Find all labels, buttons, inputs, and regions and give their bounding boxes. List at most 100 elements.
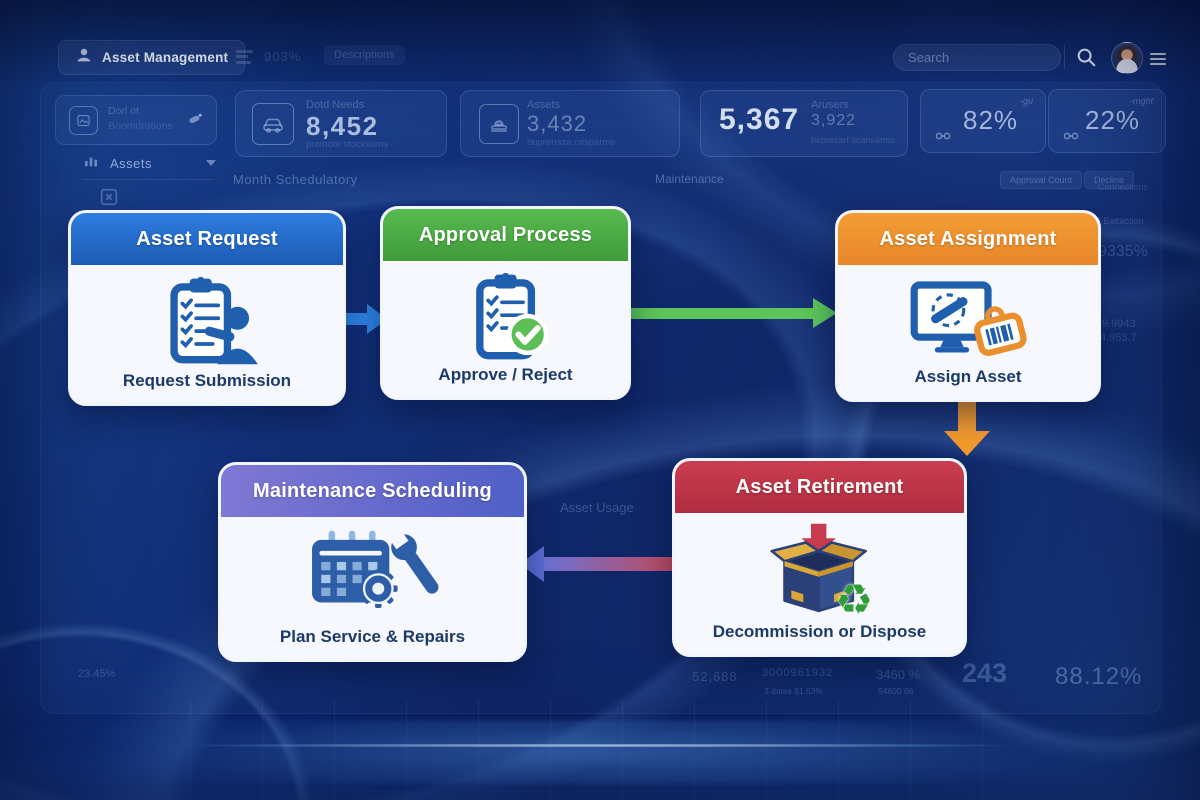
list-icon [236,47,254,66]
stamp-icon [479,104,519,144]
section-label-maintenance: Maintenance [655,172,724,186]
flow-card-label: Assign Asset [914,367,1022,386]
clipboard-check-icon [455,271,556,363]
search-field-wrap [893,44,1061,71]
flow-card-header: Maintenance Scheduling [221,465,524,517]
sidebar-item-assets[interactable]: Assets [82,150,216,176]
stat-card-data-needs[interactable]: Dotd Needs 8,452 promote stocksums [235,90,447,157]
flow-card-title: Approval Process [418,223,593,246]
scribble-annotation: -mght [1129,96,1153,106]
stat-sub: promote stocksums [306,139,389,150]
calendar-gear-wrench-icon [301,527,444,619]
flow-card-body: ♻ Decommission or Dispose [675,513,964,654]
flow-card-header: Asset Assignment [838,213,1098,265]
glasses-icon [1063,128,1079,146]
stat-card-assets[interactable]: Assets 3,432 buprensza crisparms [460,90,680,157]
flow-card-header: Asset Request [71,213,343,265]
flow-card-asset-assignment[interactable]: Asset Assignment [835,210,1101,402]
stat-card-total[interactable]: 5,367 Arusers 3,922 beprecarf scansarms [700,90,908,157]
faint-stat: 3000961932 [762,667,834,679]
search-icon[interactable] [1074,46,1098,70]
faint-label-asset-usage: Asset Usage [560,500,634,515]
flow-card-label: Request Submission [122,371,292,390]
stat-value: 3,432 [527,111,588,136]
sidebar-item-label: Assets [110,155,153,171]
faint-stat: 4,953.7 [1100,332,1137,344]
stat-card-bookmarks[interactable]: Dorl ot Boomdrations [55,95,217,145]
top-shade [0,0,1200,90]
topbar-faint-pill: Descriptions [324,45,405,65]
flow-arrow-approval-to-assignment [622,298,838,328]
faint-stat: Connections [1098,182,1149,192]
sidebar-item-icon[interactable] [98,186,120,213]
flow-card-body: Approve / Reject [383,261,628,397]
recycle-icon: ♻ [835,576,874,623]
stat-title: Dotd Needs [306,99,365,111]
flow-card-label: Decommission or Dispose [712,622,927,641]
stat-value: 5,367 [719,103,800,136]
stat-value: 82% [963,105,1019,135]
flow-card-title: Asset Retirement [735,475,904,498]
stat-card-percent-a[interactable]: -gu 82% [920,89,1046,153]
faint-stat: 52,688 [692,669,738,684]
flow-arrow-assignment-to-retirement [944,397,990,457]
faint-stat: 243 [962,658,1008,688]
flow-card-body: Request Submission [71,265,343,403]
faint-stat: 3 dates 61.53% [764,686,824,696]
stat-card-percent-b[interactable]: -mght 22% [1048,89,1166,153]
stat-sublabel: Boomdrations [108,120,173,132]
faint-stat: P Eattaction [1095,216,1144,226]
scribble-annotation: -gu [1019,96,1033,106]
faint-stat: 54600 06 [878,686,914,696]
faint-stat: 3460 % [876,667,921,682]
user-icon [75,46,93,69]
flow-card-header: Approval Process [383,209,628,261]
floor-gradient [0,744,1200,800]
sidebar-divider [82,179,214,180]
flow-card-header: Asset Retirement [675,461,964,513]
approval-count-button[interactable]: Approval Count [1000,171,1083,189]
image-icon [69,106,98,135]
app-title-pill[interactable]: Asset Management [58,40,246,75]
vehicle-icon [252,103,294,145]
stat-label: Dorl ot [108,105,139,117]
faint-stat: 9.9943 [1102,318,1136,330]
flow-card-body: Assign Asset [838,265,1098,399]
flow-card-label: Plan Service & Repairs [279,627,466,646]
avatar[interactable] [1111,42,1143,74]
topbar-divider [1064,45,1065,69]
floor-glow [0,720,1200,784]
monitor-barcode-tag-icon [907,275,1029,367]
flow-card-asset-retirement[interactable]: Asset Retirement [672,458,967,657]
stat-side-title: Arusers [811,99,849,111]
stat-value: 22% [1085,105,1141,135]
flow-card-title: Asset Request [136,227,278,250]
menu-icon[interactable] [1150,50,1166,68]
stat-side-value: 3,922 [811,112,857,129]
flow-card-asset-request[interactable]: Asset Request [68,210,346,406]
app-title: Asset Management [102,50,229,65]
faint-stat: 9335% [1098,243,1148,260]
chart-icon [82,153,100,174]
faint-stat: 88.12% [1055,663,1143,690]
stat-value: 8,452 [306,111,379,141]
section-label-schedule: Month Schedulatory [233,172,358,187]
stat-side-sub: beprecarf scansarms [811,135,896,145]
flow-card-label: Approve / Reject [438,365,573,384]
flow-card-body: Plan Service & Repairs [221,517,524,659]
glasses-icon [935,128,951,146]
decline-button[interactable]: Decline [1084,171,1135,189]
search-input[interactable] [893,44,1061,71]
flow-card-approval-process[interactable]: Approval Process Approve / Reject [380,206,631,400]
topbar-faint-metric: 903% [264,49,302,64]
stat-sub: buprensza crisparms [527,137,616,148]
flow-card-maintenance-scheduling[interactable]: Maintenance Scheduling [218,462,527,662]
tag-icon [186,110,204,133]
floor-glow-line [170,744,1030,747]
chevron-down-icon [206,160,216,166]
faint-stat: 23.45% [78,668,116,680]
flow-arrow-retirement-to-maintenance [520,546,674,582]
flow-card-title: Asset Assignment [879,227,1057,250]
disposal-box-icon: ♻ [764,523,875,621]
